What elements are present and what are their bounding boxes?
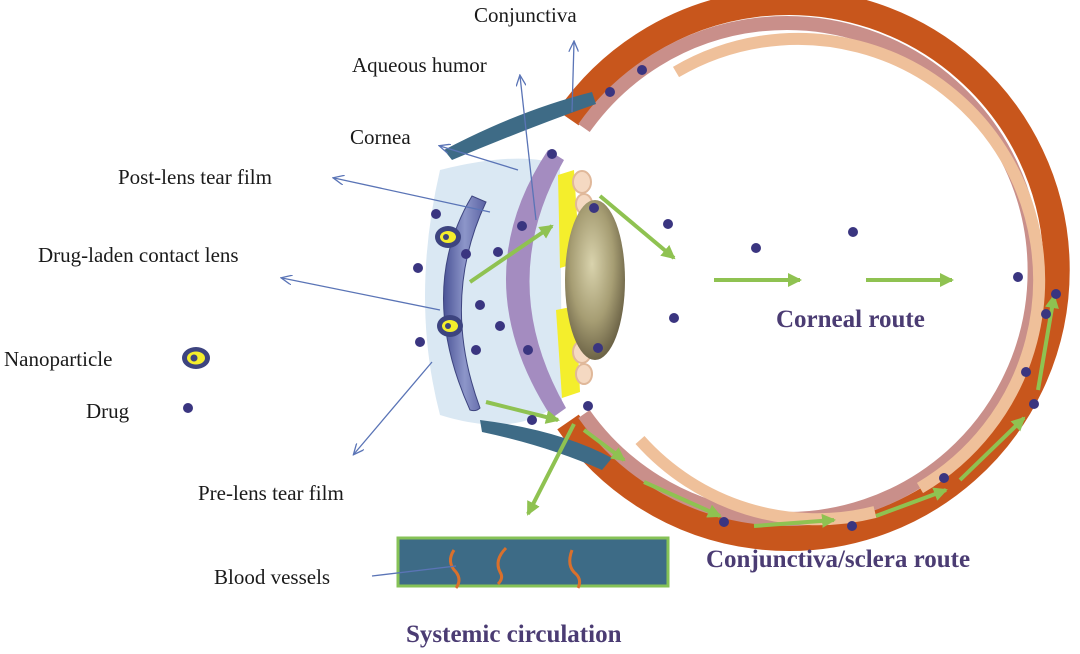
legend bbox=[182, 347, 210, 413]
sclera-inner-layer bbox=[672, 32, 1046, 494]
eyeball bbox=[557, 0, 1070, 551]
drug-flow-arrows bbox=[468, 194, 1059, 528]
conjunctiva-label: Conjunctiva bbox=[474, 3, 577, 27]
blood-vessel-2 bbox=[496, 546, 508, 586]
label-pointers bbox=[282, 42, 574, 577]
drug-label: Drug bbox=[86, 399, 130, 423]
drug-dots bbox=[413, 65, 1061, 531]
pre-lens-tear-film-label: Pre-lens tear film bbox=[198, 481, 344, 505]
blood-vessels-label: Blood vessels bbox=[214, 565, 330, 589]
conjunctiva-sclera-route-label: Conjunctiva/sclera route bbox=[706, 546, 970, 573]
conjunctiva-lower bbox=[480, 420, 612, 470]
sclera-outer-layer bbox=[557, 0, 1070, 551]
cornea-label: Cornea bbox=[350, 125, 411, 149]
blood-vessel-3 bbox=[568, 549, 582, 589]
blood-vessels-box bbox=[396, 536, 670, 589]
corneal-route-label: Corneal route bbox=[776, 306, 925, 333]
sclera-inner-layer-lower bbox=[635, 436, 877, 526]
contact-lens bbox=[443, 195, 487, 412]
drug-legend-icon bbox=[183, 403, 193, 413]
crystalline-lens bbox=[565, 200, 625, 360]
blood-vessel-1 bbox=[449, 549, 461, 589]
lens-nanoparticles bbox=[435, 226, 463, 337]
drug-laden-contact-lens-label: Drug-laden contact lens bbox=[38, 243, 239, 267]
nanoparticle-label: Nanoparticle bbox=[4, 347, 112, 371]
systemic-circulation-label: Systemic circulation bbox=[406, 621, 622, 648]
conjunctiva-upper bbox=[444, 92, 596, 160]
post-lens-tear-film-label: Post-lens tear film bbox=[118, 165, 272, 189]
aqueous-humor-label: Aqueous humor bbox=[352, 53, 487, 77]
cornea-layer bbox=[505, 150, 566, 418]
